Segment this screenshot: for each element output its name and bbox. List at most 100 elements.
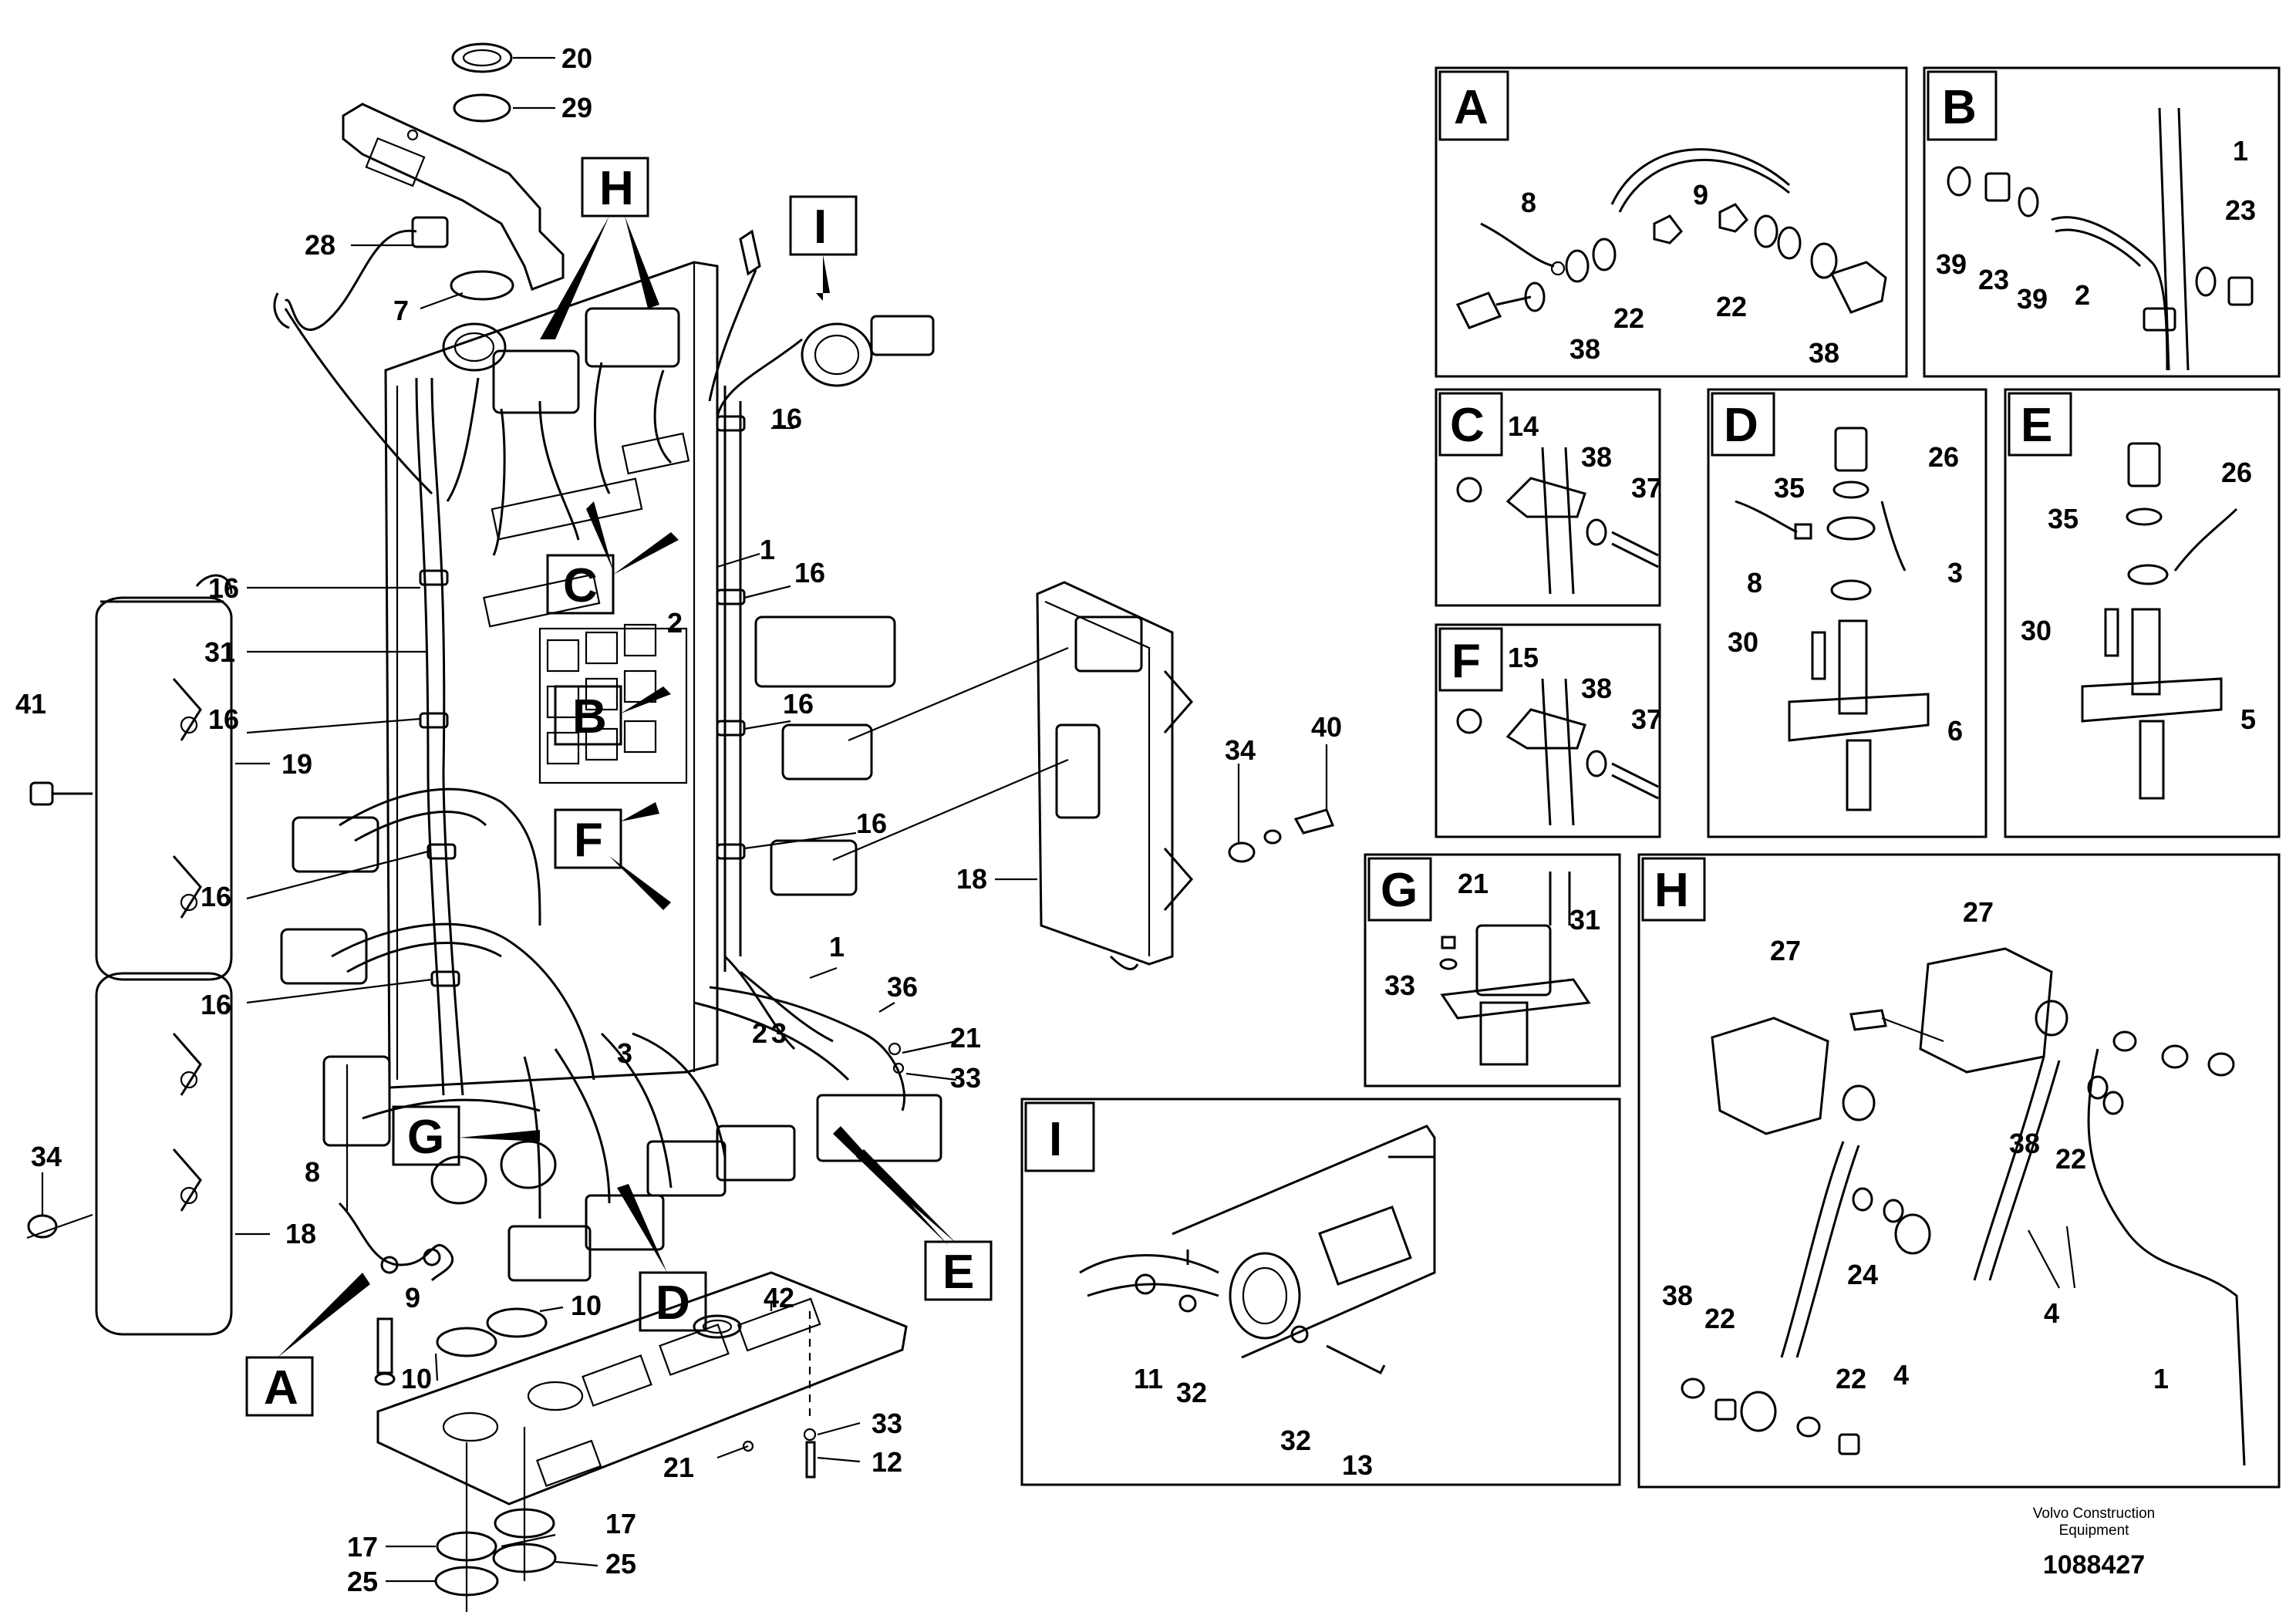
cover-18-right	[1036, 581, 1193, 971]
footer-company: Volvo Construction	[2033, 1506, 2155, 1522]
svg-text:22: 22	[1836, 1363, 1866, 1394]
svg-text:6: 6	[1947, 715, 1963, 747]
callout-F: F	[574, 814, 603, 867]
svg-text:8: 8	[1521, 187, 1536, 218]
label-41: 41	[15, 688, 46, 720]
label-16: 16	[771, 403, 802, 434]
detail-panel-B: B 1 23 39 23 39 2	[1923, 66, 2281, 378]
detail-panel-H: H 27 27 38 22 24 4 4 38 22 22	[1637, 853, 2281, 1489]
svg-text:37: 37	[1631, 703, 1662, 735]
svg-text:39: 39	[2017, 283, 2048, 315]
svg-text:H: H	[1654, 864, 1689, 917]
svg-text:38: 38	[1809, 337, 1839, 369]
label-28: 28	[305, 229, 335, 261]
svg-text:32: 32	[1280, 1425, 1311, 1456]
main-part-labels: 20 29 28 7 16 1 16 2 16 16 16 31 16 19 4…	[15, 42, 1342, 1597]
label-16: 16	[208, 572, 239, 604]
detail-panel-A: A 8 9 38 22 22 38	[1435, 66, 1908, 378]
label-7: 7	[393, 295, 409, 326]
svg-text:E: E	[2021, 399, 2052, 452]
svg-text:27: 27	[1963, 896, 1994, 928]
svg-text:C: C	[1450, 399, 1485, 452]
svg-text:4: 4	[1893, 1359, 1909, 1391]
label-20: 20	[561, 42, 592, 74]
svg-text:35: 35	[1774, 472, 1805, 504]
detail-panel-E: E 26 35 30 5	[2004, 388, 2281, 838]
label-1: 1	[829, 931, 845, 963]
svg-text:22: 22	[1613, 302, 1644, 334]
svg-text:24: 24	[1847, 1259, 1878, 1290]
label-17: 17	[605, 1508, 636, 1539]
svg-text:30: 30	[1728, 626, 1758, 658]
callout-boxes	[245, 157, 993, 1417]
svg-text:B: B	[1942, 81, 1977, 134]
label-25: 25	[605, 1548, 636, 1580]
label-16: 16	[783, 688, 814, 720]
callout-A: A	[264, 1361, 298, 1415]
svg-text:5: 5	[2240, 703, 2256, 735]
label-8: 8	[305, 1156, 320, 1188]
svg-text:32: 32	[1176, 1377, 1207, 1408]
svg-text:23: 23	[2225, 194, 2256, 226]
footer-company-2: Equipment	[2059, 1523, 2130, 1539]
cover-18-left	[95, 972, 233, 1336]
svg-text:23: 23	[1978, 264, 2009, 295]
svg-text:38: 38	[1662, 1280, 1693, 1311]
callout-B: B	[572, 690, 607, 744]
label-33: 33	[950, 1062, 981, 1094]
detail-panel-G: G 21 31 33	[1364, 853, 1621, 1088]
drawing-number: 1088427	[2043, 1550, 2145, 1580]
label-2: 2	[752, 1017, 767, 1049]
svg-text:30: 30	[2021, 615, 2052, 646]
label-33: 33	[872, 1408, 902, 1439]
svg-text:38: 38	[2009, 1128, 2040, 1159]
label-2: 2	[667, 607, 683, 639]
base-plate	[376, 1271, 908, 1506]
callout-G: G	[407, 1111, 444, 1164]
label-25: 25	[347, 1566, 378, 1597]
main-assembly	[26, 42, 1335, 1612]
label-16: 16	[208, 703, 239, 735]
detail-panel-I: I 11 32 32 13	[1020, 1098, 1621, 1486]
fuse-relay-block	[483, 432, 690, 784]
footer: Volvo Construction Equipment 1088427	[2033, 1506, 2155, 1580]
label-1: 1	[760, 534, 775, 565]
svg-text:G: G	[1381, 864, 1418, 917]
label-40: 40	[1311, 711, 1342, 743]
detail-panel-D: D 26 35 8 3 30 6	[1707, 388, 1988, 838]
label-16: 16	[201, 989, 231, 1020]
label-42: 42	[764, 1282, 794, 1313]
svg-text:9: 9	[1693, 179, 1708, 211]
label-9: 9	[405, 1282, 420, 1313]
svg-text:27: 27	[1770, 935, 1801, 966]
svg-text:38: 38	[1581, 441, 1612, 473]
label-17: 17	[347, 1531, 378, 1563]
label-18: 18	[285, 1218, 316, 1249]
svg-text:1: 1	[2233, 135, 2248, 167]
svg-text:21: 21	[1458, 868, 1489, 899]
callout-C: C	[563, 559, 598, 612]
svg-text:26: 26	[2221, 457, 2252, 488]
label-31: 31	[204, 636, 235, 668]
label-29: 29	[561, 92, 592, 123]
label-16: 16	[856, 808, 887, 839]
svg-text:D: D	[1724, 399, 1758, 452]
svg-text:35: 35	[2048, 503, 2079, 534]
detail-panel-C: C 14 38 37	[1435, 388, 1662, 607]
label-34: 34	[31, 1141, 62, 1172]
label-16: 16	[794, 557, 825, 588]
svg-text:14: 14	[1508, 410, 1539, 442]
svg-text:38: 38	[1581, 673, 1612, 704]
callout-letters: H I C B F G D E A	[264, 162, 974, 1415]
svg-text:37: 37	[1631, 472, 1662, 504]
label-10: 10	[401, 1363, 432, 1394]
label-18: 18	[956, 863, 987, 895]
label-21: 21	[663, 1452, 694, 1483]
svg-text:15: 15	[1508, 642, 1539, 673]
label-16: 16	[201, 881, 231, 912]
svg-text:39: 39	[1936, 248, 1967, 280]
svg-text:31: 31	[1569, 904, 1600, 936]
detail-panel-F: F 15 38 37	[1435, 623, 1662, 838]
svg-text:33: 33	[1384, 969, 1415, 1001]
callout-H: H	[599, 162, 634, 215]
